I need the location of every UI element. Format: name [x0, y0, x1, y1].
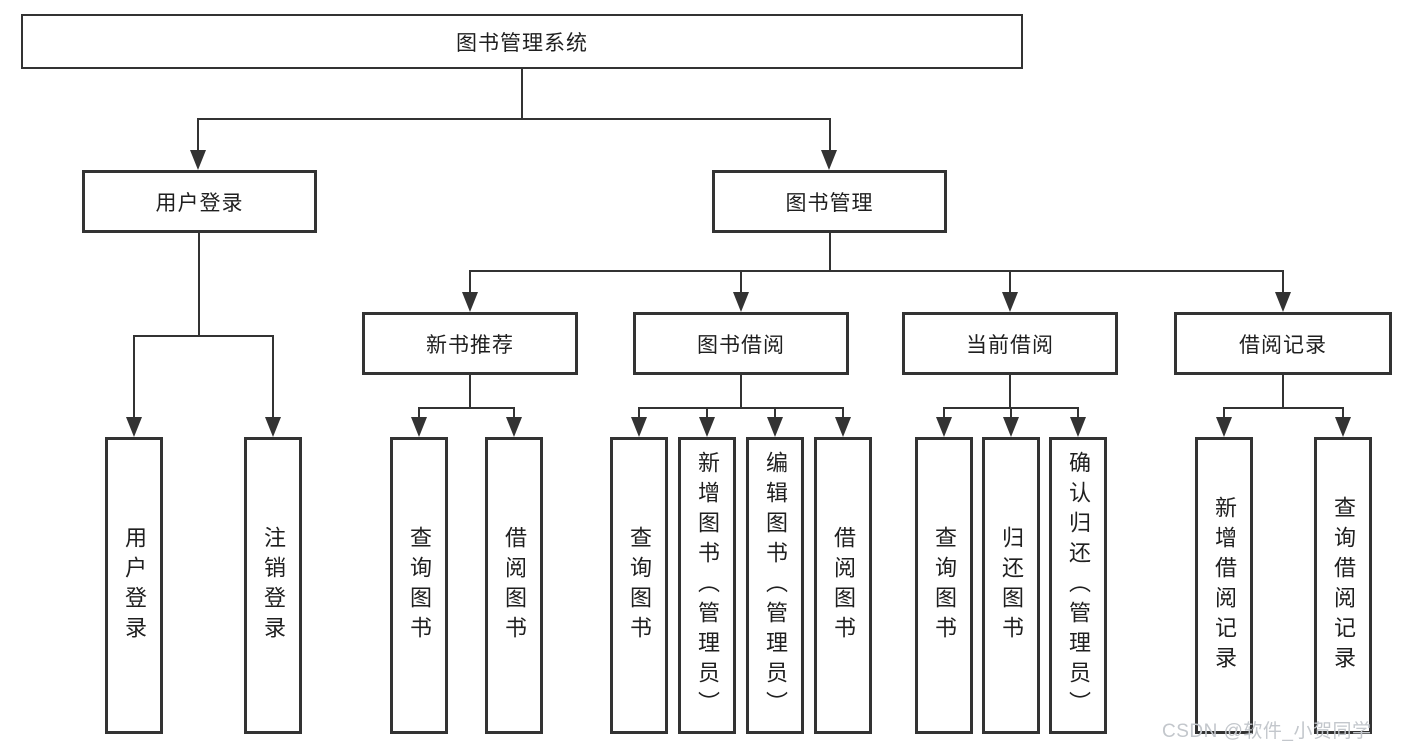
node-library-management-system: 图书管理系统	[21, 14, 1023, 69]
node-label: 用户登录	[155, 191, 244, 215]
connector-line	[706, 407, 708, 421]
node-label: 确认归还（管理员）	[1066, 450, 1091, 721]
node-user-login: 用户登录	[82, 170, 317, 233]
connector-line	[469, 270, 471, 294]
connector-line	[133, 335, 135, 419]
arrow-down-icon	[631, 417, 647, 437]
connector-line	[1223, 407, 1344, 409]
node-label: 注销登录	[261, 525, 286, 646]
arrow-down-icon	[126, 417, 142, 437]
leaf-query-borrow-record: 查询借阅记录	[1314, 437, 1372, 734]
connector-line	[774, 407, 776, 421]
connector-line	[198, 233, 200, 335]
connector-line	[1223, 407, 1225, 421]
arrow-down-icon	[1003, 417, 1019, 437]
arrow-down-icon	[1216, 417, 1232, 437]
arrow-down-icon	[1002, 292, 1018, 312]
connector-line	[133, 335, 274, 337]
csdn-watermark: CSDN @软件_小贺同学	[1162, 721, 1372, 742]
leaf-borrow-borrow-books: 借阅图书	[814, 437, 872, 734]
arrow-down-icon	[733, 292, 749, 312]
arrow-down-icon	[462, 292, 478, 312]
node-current-borrowing: 当前借阅	[902, 312, 1118, 375]
connector-line	[469, 375, 471, 407]
node-label: 新书推荐	[426, 333, 514, 357]
node-label: 借阅图书	[831, 525, 856, 646]
leaf-user-login: 用户登录	[105, 437, 163, 734]
arrow-down-icon	[821, 150, 837, 170]
leaf-logout-login: 注销登录	[244, 437, 302, 734]
connector-line	[272, 335, 274, 419]
connector-line	[829, 233, 831, 270]
arrow-down-icon	[1070, 417, 1086, 437]
connector-line	[1009, 375, 1011, 407]
node-label: 归还图书	[999, 525, 1024, 646]
connector-line	[521, 69, 523, 118]
node-borrowing-records: 借阅记录	[1174, 312, 1392, 375]
connector-line	[197, 118, 831, 120]
connector-line	[1077, 407, 1079, 421]
leaf-rec-query-books: 查询图书	[390, 437, 448, 734]
node-book-borrowing: 图书借阅	[633, 312, 849, 375]
node-label: 编辑图书（管理员）	[763, 450, 788, 721]
arrow-down-icon	[835, 417, 851, 437]
arrow-down-icon	[699, 417, 715, 437]
connector-line	[418, 407, 420, 421]
connector-line	[1009, 270, 1011, 294]
node-book-management: 图书管理	[712, 170, 947, 233]
arrow-down-icon	[936, 417, 952, 437]
leaf-return-books: 归还图书	[982, 437, 1040, 734]
leaf-confirm-return-admin: 确认归还（管理员）	[1049, 437, 1107, 734]
node-label: 查询图书	[407, 525, 432, 646]
connector-line	[418, 407, 515, 409]
node-label: 图书借阅	[697, 333, 785, 357]
node-label: 查询借阅记录	[1331, 495, 1356, 676]
connector-line	[943, 407, 945, 421]
arrow-down-icon	[265, 417, 281, 437]
node-label: 图书管理	[785, 191, 874, 215]
arrow-down-icon	[506, 417, 522, 437]
leaf-borrow-query-books: 查询图书	[610, 437, 668, 734]
leaf-current-query-books: 查询图书	[915, 437, 973, 734]
leaf-add-book-admin: 新增图书（管理员）	[678, 437, 736, 734]
node-label: 图书管理系统	[456, 31, 588, 55]
node-label: 查询图书	[627, 525, 652, 646]
node-label: 用户登录	[122, 525, 147, 646]
node-label: 借阅图书	[502, 525, 527, 646]
connector-line	[829, 118, 831, 152]
connector-line	[740, 375, 742, 407]
connector-line	[638, 407, 640, 421]
connector-line	[1010, 407, 1012, 421]
connector-line	[1282, 375, 1284, 407]
arrow-down-icon	[1335, 417, 1351, 437]
arrow-down-icon	[190, 150, 206, 170]
connector-line	[638, 407, 844, 409]
connector-line	[197, 118, 199, 152]
connector-line	[469, 270, 1284, 272]
node-label: 查询图书	[932, 525, 957, 646]
connector-line	[1342, 407, 1344, 421]
leaf-edit-book-admin: 编辑图书（管理员）	[746, 437, 804, 734]
connector-line	[1282, 270, 1284, 294]
arrow-down-icon	[767, 417, 783, 437]
node-label: 新增借阅记录	[1212, 495, 1237, 676]
node-label: 当前借阅	[966, 333, 1054, 357]
connector-line	[842, 407, 844, 421]
connector-line	[740, 270, 742, 294]
node-label: 新增图书（管理员）	[695, 450, 720, 721]
leaf-add-borrow-record: 新增借阅记录	[1195, 437, 1253, 734]
arrow-down-icon	[1275, 292, 1291, 312]
connector-line	[513, 407, 515, 421]
node-label: 借阅记录	[1239, 333, 1327, 357]
arrow-down-icon	[411, 417, 427, 437]
node-new-book-recommendation: 新书推荐	[362, 312, 578, 375]
leaf-rec-borrow-books: 借阅图书	[485, 437, 543, 734]
